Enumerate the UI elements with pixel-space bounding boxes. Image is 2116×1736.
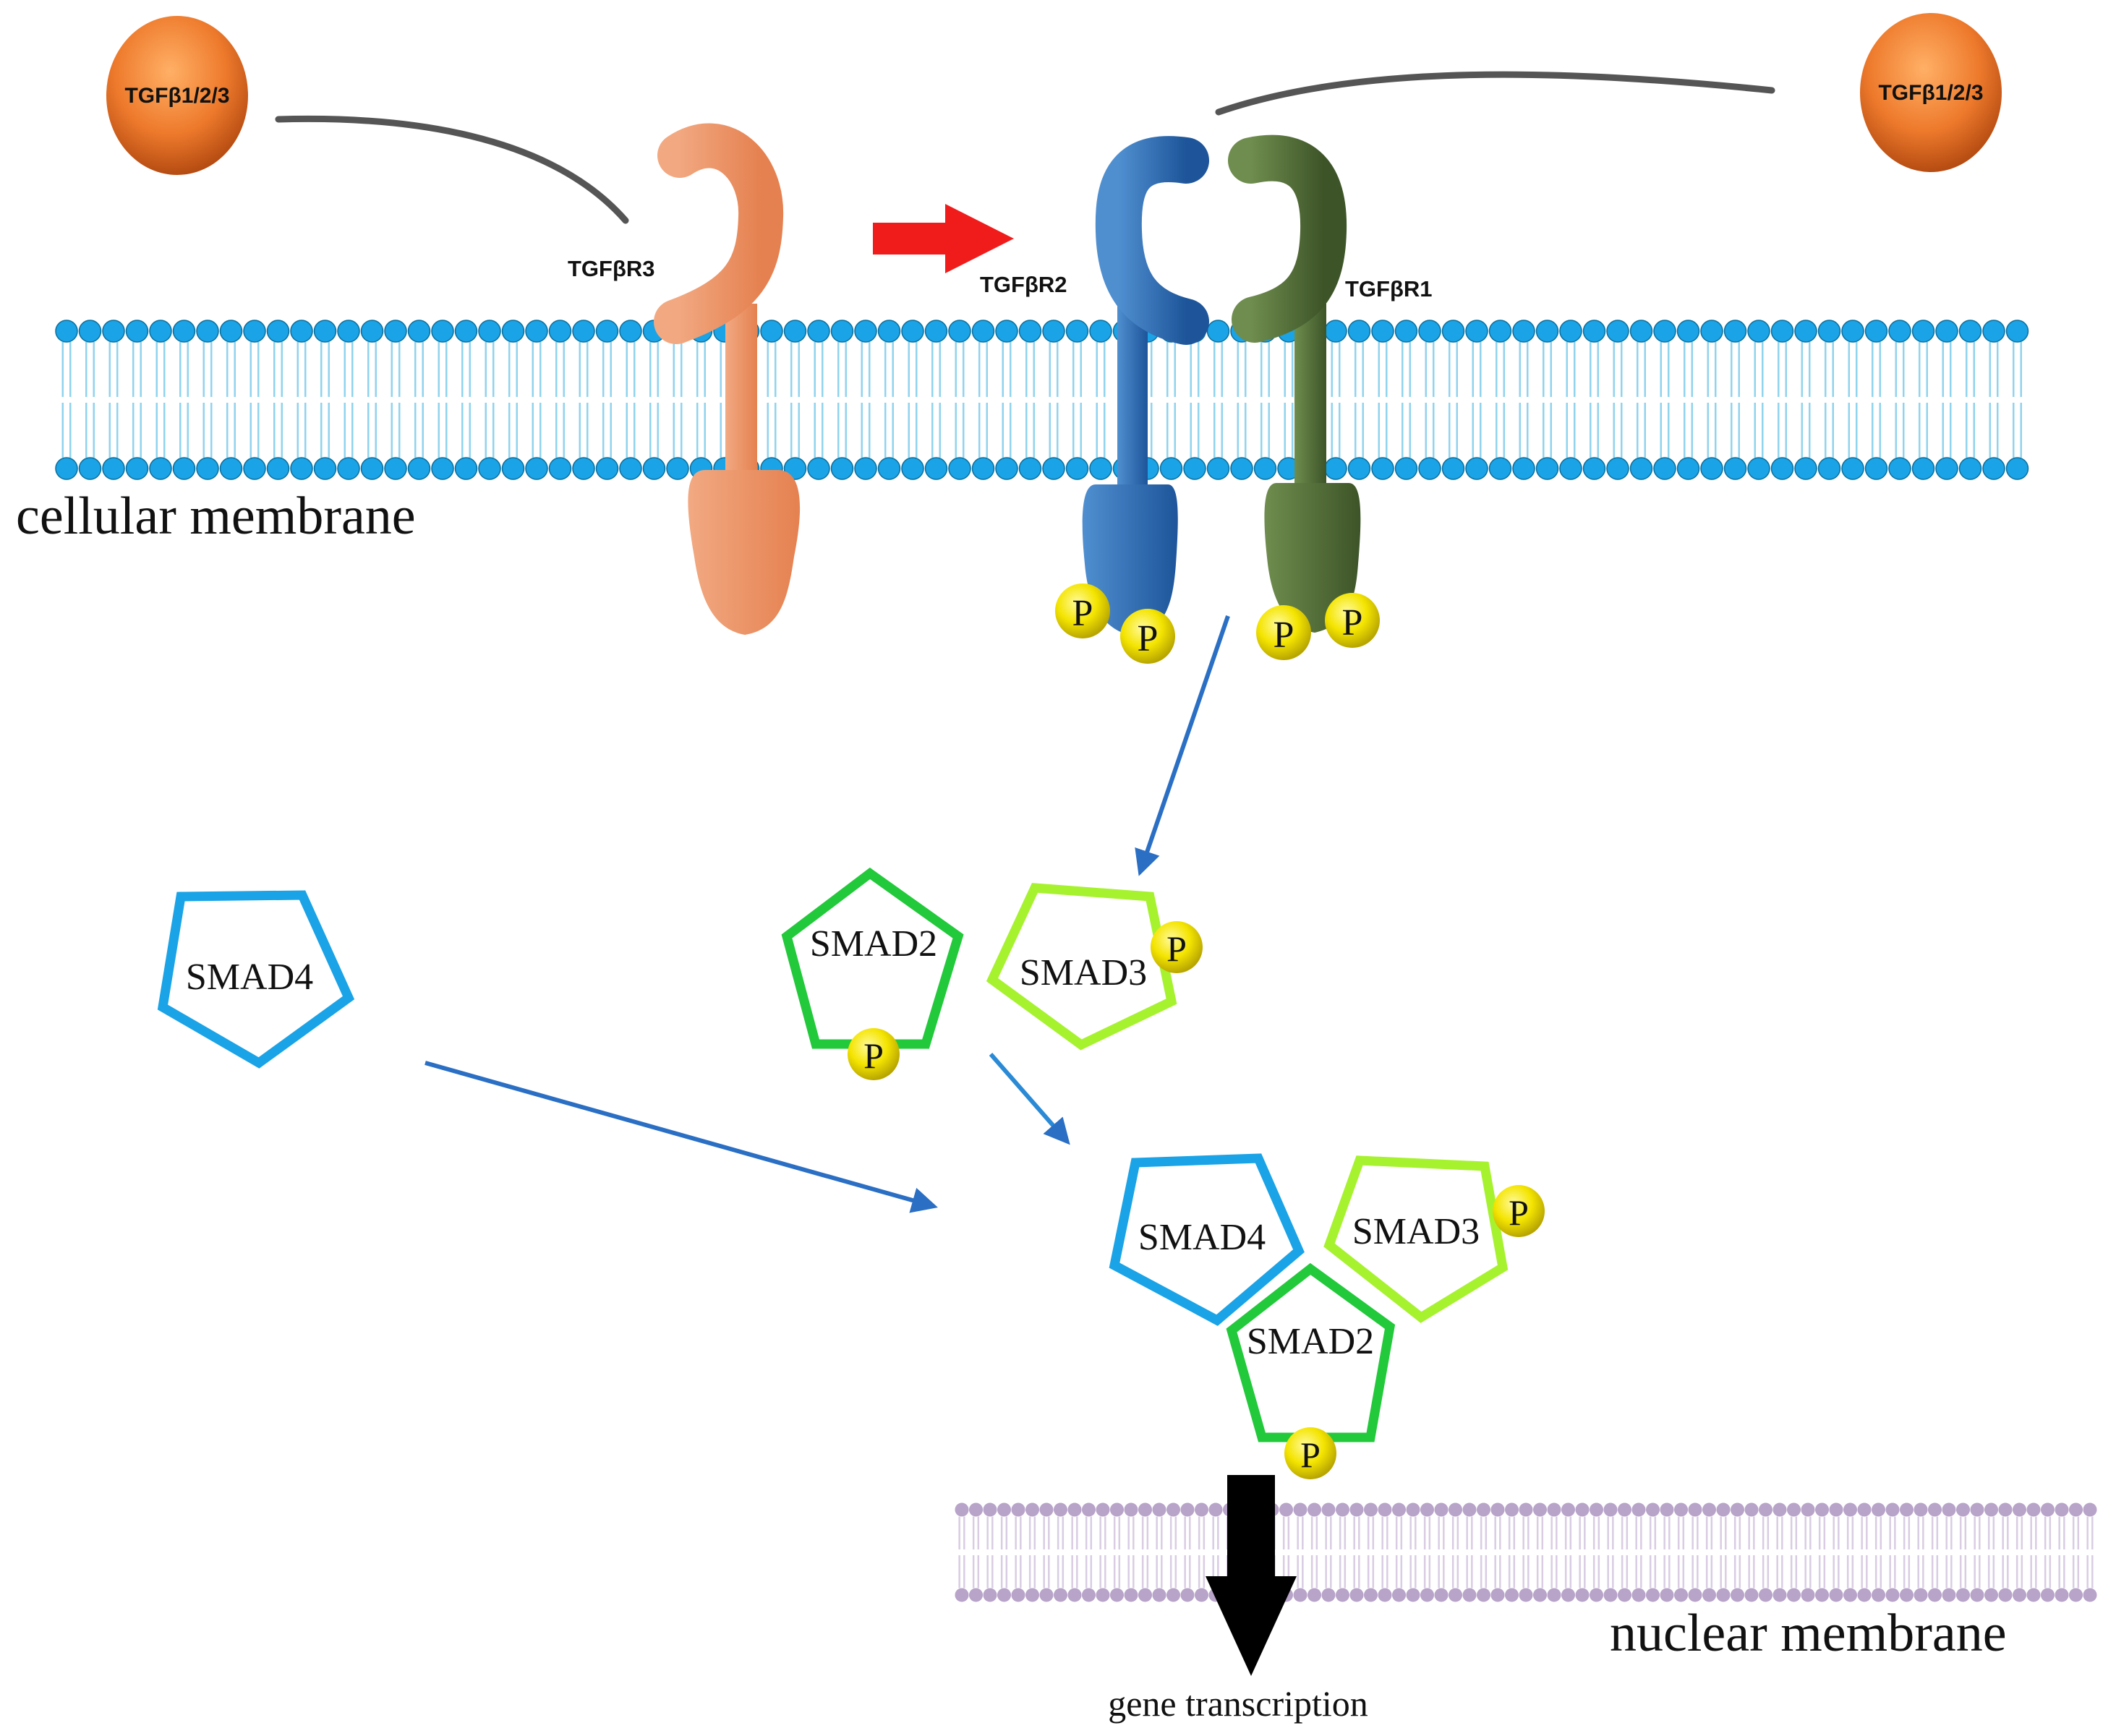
smad2-complex-label: SMAD2	[1247, 1321, 1374, 1362]
smad4-free: SMAD4	[157, 890, 355, 1069]
smad2-smad3-to-complex-arrow	[989, 1053, 1070, 1145]
ligand-binding-line-left	[275, 115, 629, 224]
smad3-complex-label: SMAD3	[1352, 1211, 1480, 1252]
tgfbr1-label: TGFβR1	[1345, 276, 1433, 302]
cellular-membrane-label: cellular membrane	[16, 487, 416, 546]
nuclear-membrane-label: nuclear membrane	[1610, 1604, 2007, 1663]
smad4-complex: SMAD4	[1109, 1153, 1305, 1326]
smad4-complex-label: SMAD4	[1138, 1217, 1266, 1258]
tgfbr3-receptor	[654, 123, 801, 635]
smad2-complex: SMAD2	[1226, 1262, 1396, 1442]
cellular-membrane-tails	[61, 342, 2022, 458]
smad2-free-label: SMAD2	[810, 923, 937, 965]
tgfbr1-receptor	[1228, 134, 1361, 633]
ligand-left-label: TGFβ1/2/3	[124, 84, 229, 108]
cellular-membrane	[55, 320, 2029, 480]
smad3-complex: SMAD3	[1323, 1155, 1509, 1323]
tgfbr2-receptor	[1082, 136, 1209, 636]
phosphate-r1-b: P	[1325, 593, 1380, 648]
phosphate-label: P	[1166, 928, 1187, 969]
gene-transcription-arrow	[1206, 1475, 1297, 1676]
phosphate-smad3-complex: P	[1493, 1185, 1545, 1237]
phosphate-label: P	[1509, 1192, 1529, 1233]
phosphate-r1-a: P	[1256, 605, 1311, 660]
tgfbr2-label: TGFβR2	[980, 272, 1067, 297]
nuclear-membrane-tails	[958, 1516, 2094, 1589]
phosphate-smad3-free: P	[1151, 921, 1203, 973]
tgfbr3-label: TGFβR3	[568, 256, 655, 281]
phosphate-label: P	[1274, 615, 1294, 656]
nuclear-membrane-heads	[955, 1502, 2097, 1602]
phosphate-label: P	[1300, 1434, 1321, 1475]
smad4-free-label: SMAD4	[186, 957, 313, 998]
ligand-right: TGFβ1/2/3	[1860, 13, 2002, 172]
nuclear-membrane	[955, 1502, 2097, 1602]
smad3-free-label: SMAD3	[1020, 952, 1147, 993]
phosphate-label: P	[1342, 602, 1363, 643]
phosphate-label: P	[863, 1035, 884, 1076]
phosphate-smad2-free: P	[848, 1028, 900, 1080]
ligand-binding-line-right	[1215, 71, 1775, 116]
phosphate-smad2-complex: P	[1284, 1427, 1336, 1479]
gene-transcription-label: gene transcription	[1108, 1683, 1368, 1724]
ligand-right-label: TGFβ1/2/3	[1878, 81, 1983, 105]
ligand-left: TGFβ1/2/3	[106, 16, 248, 175]
phosphate-label: P	[1138, 618, 1159, 659]
smad4-to-complex-arrow	[425, 1061, 938, 1213]
phosphate-label: P	[1072, 593, 1093, 634]
smad-complex: SMAD4 SMAD3 P SMAD2 P	[1109, 1153, 1545, 1479]
receptor-to-smad-arrow	[1135, 615, 1230, 876]
smad3-free: SMAD3	[986, 883, 1177, 1051]
phosphate-r2-a: P	[1055, 583, 1110, 638]
smad2-free: SMAD2	[781, 867, 964, 1049]
phosphate-r2-b: P	[1120, 609, 1175, 664]
activation-arrow	[873, 204, 1014, 273]
